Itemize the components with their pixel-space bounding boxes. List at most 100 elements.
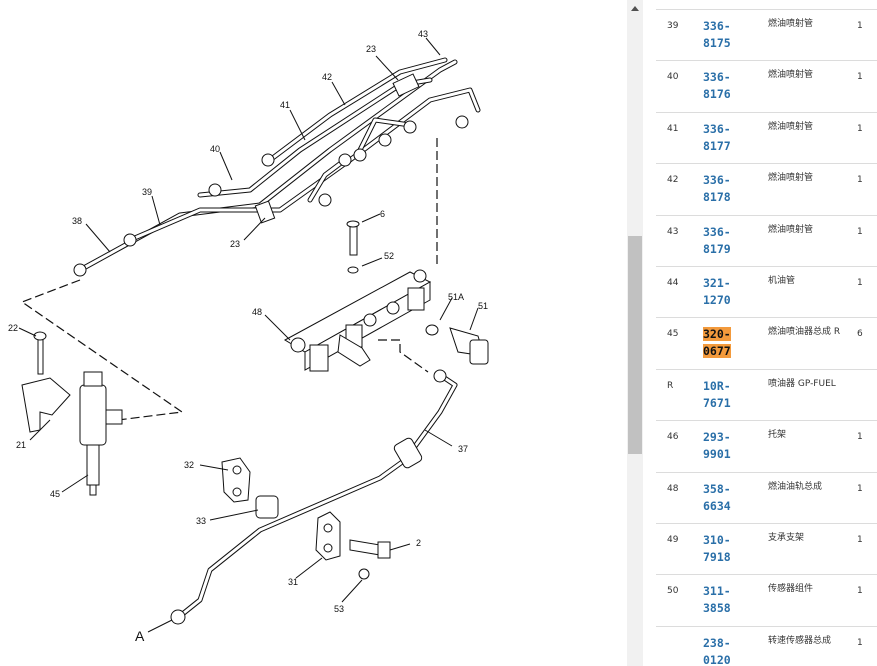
scrollbar-thumb[interactable] — [628, 236, 642, 454]
table-row: 238- 0120 转速传感器总成 1 — [656, 627, 877, 666]
part-number-prefix: 10R- — [703, 378, 731, 393]
part-number-link[interactable]: 336- 8177 — [703, 121, 731, 155]
part-number-suffix: 8178 — [703, 190, 731, 205]
vertical-scrollbar[interactable] — [627, 0, 643, 666]
part-quantity: 1 — [857, 72, 863, 83]
table-row-top-edge — [656, 0, 877, 10]
callout-label: 45 — [50, 489, 60, 499]
callout-label: 32 — [184, 460, 194, 470]
part-description: 机油管 — [768, 275, 796, 286]
callout-label: 41 — [280, 100, 290, 110]
part-number-prefix: 336- — [703, 19, 731, 33]
part-number-link[interactable]: 321- 1270 — [703, 275, 731, 309]
part-description: 燃油喷射管 — [768, 19, 814, 29]
table-row: 41 336- 8177 燃油喷射管 1 — [656, 113, 877, 165]
part-number-prefix: 336- — [703, 121, 731, 136]
part-quantity: 1 — [857, 123, 863, 134]
part-description: 燃油喷射管 — [768, 173, 814, 184]
callout-label: 23 — [366, 44, 376, 54]
part-number-prefix: 310- — [703, 532, 731, 547]
part-number-suffix: 0677 — [703, 344, 731, 359]
part-number-link[interactable]: 336-8176 — [703, 69, 731, 103]
part-quantity: 6 — [857, 329, 863, 340]
part-number-suffix: 6634 — [703, 498, 731, 513]
part-description: 燃油油轨总成 — [768, 481, 823, 492]
table-row: 49 310- 7918 支承支架 1 — [656, 524, 877, 576]
injection-lines — [73, 57, 481, 277]
part-quantity: 1 — [857, 432, 863, 443]
part-quantity: 1 — [857, 534, 863, 545]
part-quantity: 1 — [857, 226, 863, 237]
callout-label: 2 — [416, 538, 421, 548]
callout-label: 21 — [16, 440, 26, 450]
callout-label: 53 — [334, 604, 344, 614]
part-description: 燃油喷射管 — [768, 121, 814, 132]
dashed-leader-tube — [378, 339, 429, 373]
scroll-up-arrow-icon[interactable] — [627, 0, 643, 16]
callout-label: 52 — [384, 251, 394, 261]
part-number-prefix: 320- — [703, 327, 731, 342]
part-number-link[interactable]: 311- 3858 — [703, 583, 731, 617]
part-description: 燃油喷射管 — [768, 224, 814, 235]
part-description: 燃油喷油器总成 R — [768, 327, 841, 338]
table-row: 40 336-8176 燃油喷射管 1 — [656, 61, 877, 113]
ref-number: 40 — [667, 72, 679, 83]
ref-number: 41 — [667, 123, 679, 134]
part-quantity: 1 — [857, 637, 863, 648]
part-number-suffix: 7918 — [703, 549, 731, 564]
fuel-tube — [170, 369, 458, 625]
part-number-link[interactable]: 336-8179 — [703, 224, 731, 258]
part-description: 托架 — [768, 430, 787, 441]
part-number-link[interactable]: 310- 7918 — [703, 532, 731, 566]
callout-label: 6 — [380, 209, 385, 219]
part-number-suffix: 1270 — [703, 292, 731, 307]
ref-number: 49 — [667, 534, 679, 545]
callout-label: 51A — [448, 292, 464, 302]
part-number-suffix: 8175 — [703, 36, 731, 50]
part-number-prefix: 238- — [703, 635, 731, 650]
part-number-link[interactable]: 336- 8175 — [703, 18, 731, 52]
ref-number: 50 — [667, 586, 679, 597]
dashed-leader-injector — [20, 279, 184, 421]
part-quantity: 1 — [857, 483, 863, 494]
parts-diagram: 43 23 42 41 40 39 38 23 6 52 51A 51 48 2… — [8, 29, 489, 644]
callout-label: 33 — [196, 516, 206, 526]
ref-number: 48 — [667, 483, 679, 494]
part-number-suffix: 8176 — [703, 87, 731, 102]
part-number-suffix: 3858 — [703, 601, 731, 616]
part-number-suffix: 8179 — [703, 241, 731, 256]
callout-label: 40 — [210, 144, 220, 154]
callout-label: 51 — [478, 301, 488, 311]
part-number-link[interactable]: 320- 0677 — [703, 326, 731, 360]
brackets — [221, 457, 391, 580]
part-number-prefix: 321- — [703, 275, 731, 290]
part-number-suffix: 8177 — [703, 138, 731, 153]
callout-label: 43 — [418, 29, 428, 39]
part-number-suffix: 0120 — [703, 652, 731, 666]
part-description: 支承支架 — [768, 532, 805, 543]
part-description: 燃油喷射管 — [768, 70, 814, 81]
callout-label: 42 — [322, 72, 332, 82]
part-number-prefix: 311- — [703, 584, 731, 599]
part-description: 喷油器 GP-FUEL — [768, 378, 836, 389]
fuel-injector — [21, 331, 123, 496]
part-number-suffix: 7671 — [703, 395, 731, 410]
callout-label: 39 — [142, 187, 152, 197]
part-description: 转速传感器总成 — [768, 635, 832, 646]
part-number-link[interactable]: 336- 8178 — [703, 172, 731, 206]
part-number-link[interactable]: 293-9901 — [703, 429, 731, 463]
part-number-link[interactable]: 238- 0120 — [703, 635, 731, 666]
part-quantity: 1 — [857, 21, 863, 31]
table-row: 48 358-6634 燃油油轨总成 1 — [656, 473, 877, 524]
part-number-prefix: 336- — [703, 173, 731, 188]
callout-label: 48 — [252, 307, 262, 317]
part-number-link[interactable]: 10R- 7671 — [703, 378, 731, 412]
ref-number: 45 — [667, 329, 679, 340]
part-number-suffix: 9901 — [703, 447, 731, 462]
part-number-link[interactable]: 358-6634 — [703, 481, 731, 515]
